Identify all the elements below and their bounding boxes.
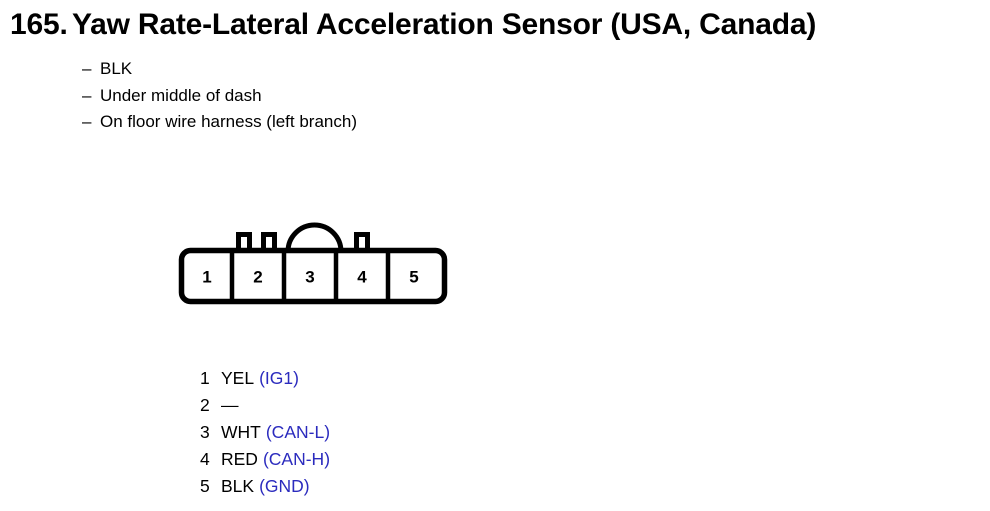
cavity-label-5: 5 <box>409 268 418 287</box>
latch-tab-mid-icon <box>261 232 277 252</box>
note-dash: – <box>82 85 92 105</box>
pin-row: 4 RED(CAN-H) <box>200 446 330 473</box>
note-item: –Under middle of dash <box>82 83 357 110</box>
pin-wire-color: BLK <box>221 476 255 496</box>
note-label: BLK <box>100 59 133 78</box>
note-label: On floor wire harness (left branch) <box>100 112 357 131</box>
cavity-label-3: 3 <box>305 268 314 287</box>
page-title-number: 165. <box>10 8 68 41</box>
latch-tab-right-icon <box>354 232 370 252</box>
connector-diagram: 1 2 3 4 5 <box>176 222 451 307</box>
pin-wire-color: YEL <box>221 368 255 388</box>
cavity-label-4: 4 <box>357 268 367 287</box>
pin-row: 2— <box>200 392 330 419</box>
pin-wire-color: RED <box>221 449 258 469</box>
pin-row: 5 BLK(GND) <box>200 473 330 500</box>
pin-number: 3 <box>200 422 210 442</box>
pin-signal-name: (CAN-L) <box>265 422 331 442</box>
note-dash: – <box>82 59 92 78</box>
pin-number: 5 <box>200 476 210 496</box>
pin-number: 4 <box>200 449 210 469</box>
pin-signal-name: (IG1) <box>259 368 299 388</box>
pin-row: 1 YEL(IG1) <box>200 365 330 392</box>
connector-arch-keyway-icon <box>285 222 344 252</box>
pin-number: 2 <box>200 395 210 415</box>
notes-list: –BLK –Under middle of dash –On floor wir… <box>82 56 357 136</box>
page-title: 165.Yaw Rate-Lateral Acceleration Sensor… <box>10 8 985 42</box>
pin-wire-color: WHT <box>221 422 261 442</box>
note-item: –On floor wire harness (left branch) <box>82 109 357 136</box>
pin-number: 1 <box>200 368 210 388</box>
connector-latch-tabs <box>236 232 370 252</box>
cavity-label-1: 1 <box>202 268 211 287</box>
pin-signal-name: (CAN-H) <box>262 449 331 469</box>
cavity-label-2: 2 <box>253 268 262 287</box>
note-label: Under middle of dash <box>100 85 262 105</box>
connector-body <box>178 247 448 305</box>
pin-row: 3 WHT(CAN-L) <box>200 419 330 446</box>
pin-signal-name: (GND) <box>259 476 310 496</box>
pin-wire-color: — <box>221 395 239 415</box>
page-title-text: Yaw Rate-Lateral Acceleration Sensor (US… <box>72 8 817 41</box>
connector-dividers <box>229 250 391 302</box>
note-dash: – <box>82 112 92 131</box>
latch-tab-left-icon <box>236 232 252 252</box>
note-item: –BLK <box>82 56 357 83</box>
